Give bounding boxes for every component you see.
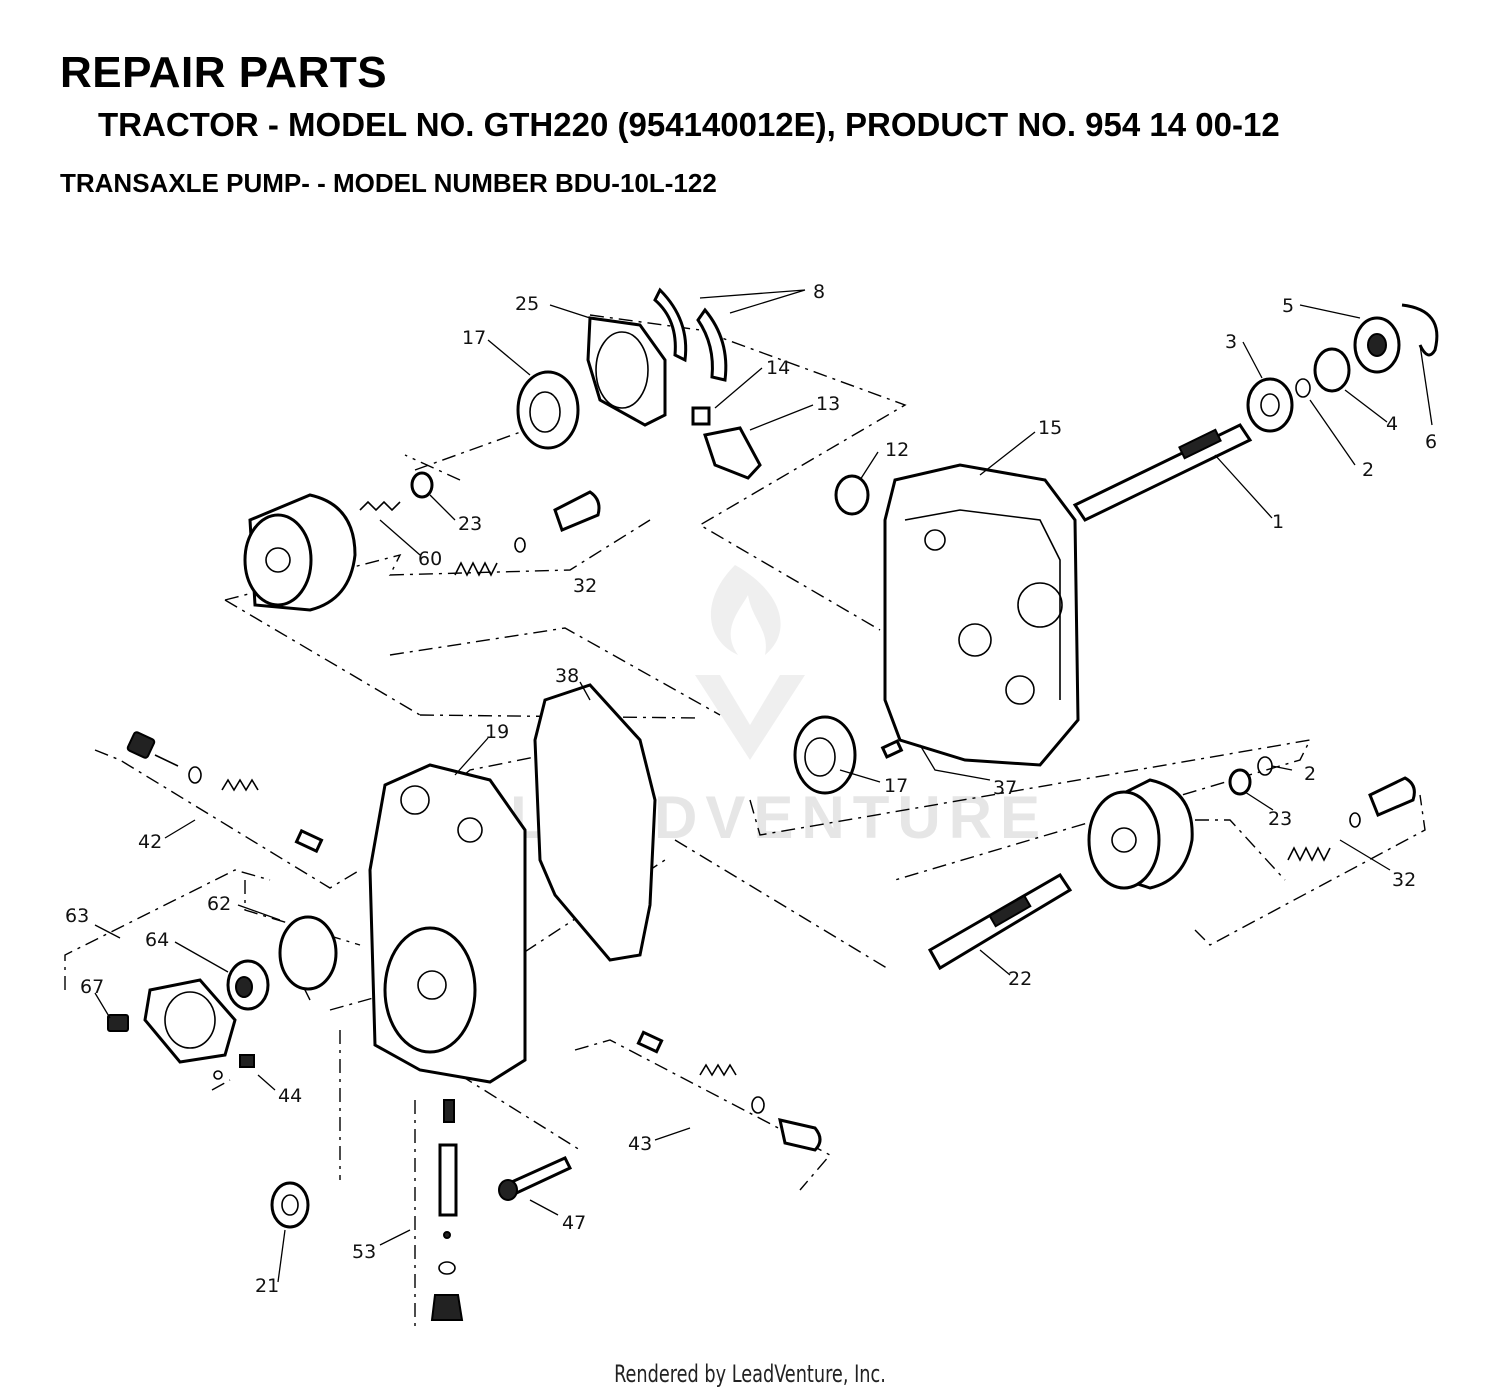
callout-23-lower: 23 [1268, 808, 1292, 830]
callout-2-upper: 2 [1362, 459, 1374, 481]
part-62-gasket[interactable] [278, 915, 338, 991]
callout-32-lower: 32 [1392, 869, 1416, 891]
part-67-screw[interactable] [107, 1014, 129, 1032]
part-14-slider-block[interactable] [691, 406, 711, 426]
callout-43: 43 [628, 1133, 652, 1155]
callout-38: 38 [555, 665, 579, 687]
callout-67: 67 [80, 976, 104, 998]
part-2-o-ring-upper[interactable] [1295, 378, 1311, 398]
callout-42: 42 [138, 831, 162, 853]
callout-labels: 8 25 17 14 13 5 3 4 6 2 12 15 1 23 60 32… [65, 281, 1437, 1297]
callout-25: 25 [515, 293, 539, 315]
part-8-thrust-plate[interactable] [653, 287, 728, 382]
part-53-bypass-valve[interactable] [430, 1099, 464, 1321]
callout-21: 21 [255, 1275, 279, 1297]
callout-32-upper: 32 [573, 575, 597, 597]
callout-15: 15 [1038, 417, 1062, 439]
part-5-bearing[interactable] [1353, 316, 1401, 374]
part-43-check-valve[interactable] [636, 1030, 822, 1152]
callout-62: 62 [207, 893, 231, 915]
part-15-housing[interactable] [883, 463, 1080, 767]
part-17-bearing-lower[interactable] [793, 715, 857, 795]
callout-63: 63 [65, 905, 89, 927]
part-32-check-valve-upper[interactable] [454, 490, 601, 577]
part-19-center-section[interactable] [368, 763, 527, 1084]
part-3-bearing[interactable] [1246, 377, 1294, 433]
part-32-check-valve-lower[interactable] [1287, 776, 1416, 862]
render-credit: Rendered by LeadVenture, Inc. [614, 1360, 886, 1388]
callout-13: 13 [816, 393, 840, 415]
part-13-trunnion-arm[interactable] [703, 426, 762, 480]
callout-5: 5 [1282, 295, 1294, 317]
part-44-relief-valve[interactable] [213, 1054, 255, 1080]
callout-6: 6 [1425, 431, 1437, 453]
part-47-bolt[interactable] [498, 1156, 573, 1201]
callout-53: 53 [352, 1241, 376, 1263]
callout-4: 4 [1386, 413, 1398, 435]
part-4-washer[interactable] [1313, 347, 1351, 393]
part-63-charge-pump-cover[interactable] [143, 978, 237, 1064]
page-title: REPAIR PARTS [60, 48, 388, 97]
callout-19: 19 [485, 721, 509, 743]
part-1-input-shaft[interactable] [1072, 423, 1253, 522]
part-25-swashplate[interactable] [586, 316, 667, 427]
section-title: TRANSAXLE PUMP- - MODEL NUMBER BDU-10L-1… [60, 168, 717, 198]
part-22-motor-shaft[interactable] [927, 872, 1073, 971]
part-42-check-valve[interactable] [126, 731, 324, 854]
watermark-logo-icon [695, 565, 805, 760]
part-64-charge-gerotor[interactable] [226, 959, 270, 1011]
callout-14: 14 [766, 357, 790, 379]
callout-12: 12 [885, 439, 909, 461]
callout-60: 60 [418, 548, 442, 570]
callout-64: 64 [145, 929, 169, 951]
callout-44: 44 [278, 1085, 302, 1107]
part-17-bearing-upper[interactable] [516, 370, 580, 450]
part-60-cylinder-block[interactable] [243, 493, 401, 612]
callout-1: 1 [1272, 511, 1284, 533]
callout-8: 8 [813, 281, 825, 303]
part-21-shaft-seal[interactable] [270, 1181, 310, 1229]
part-23-seal-ring-upper[interactable] [410, 471, 434, 499]
part-6-retaining-ring[interactable] [1401, 303, 1439, 357]
part-12-shaft-seal[interactable] [834, 474, 870, 516]
part-37-dowel-pin[interactable] [880, 739, 904, 759]
callout-37: 37 [993, 777, 1017, 799]
leader-lines [94, 289, 1433, 1283]
part-23-seal-ring-lower[interactable] [1228, 768, 1252, 796]
callout-3: 3 [1225, 331, 1237, 353]
callout-2-lower: 2 [1304, 763, 1316, 785]
model-subtitle: TRACTOR - MODEL NO. GTH220 (954140012E),… [98, 106, 1280, 143]
callout-17-upper: 17 [462, 327, 486, 349]
callout-22: 22 [1008, 968, 1032, 990]
part-38-gasket[interactable] [533, 683, 657, 962]
part-2-o-ring-lower[interactable] [1257, 756, 1273, 776]
callout-47: 47 [562, 1212, 586, 1234]
part-cylinder-block-lower[interactable] [1087, 778, 1194, 890]
callout-23-upper: 23 [458, 513, 482, 535]
callout-17-lower: 17 [884, 775, 908, 797]
